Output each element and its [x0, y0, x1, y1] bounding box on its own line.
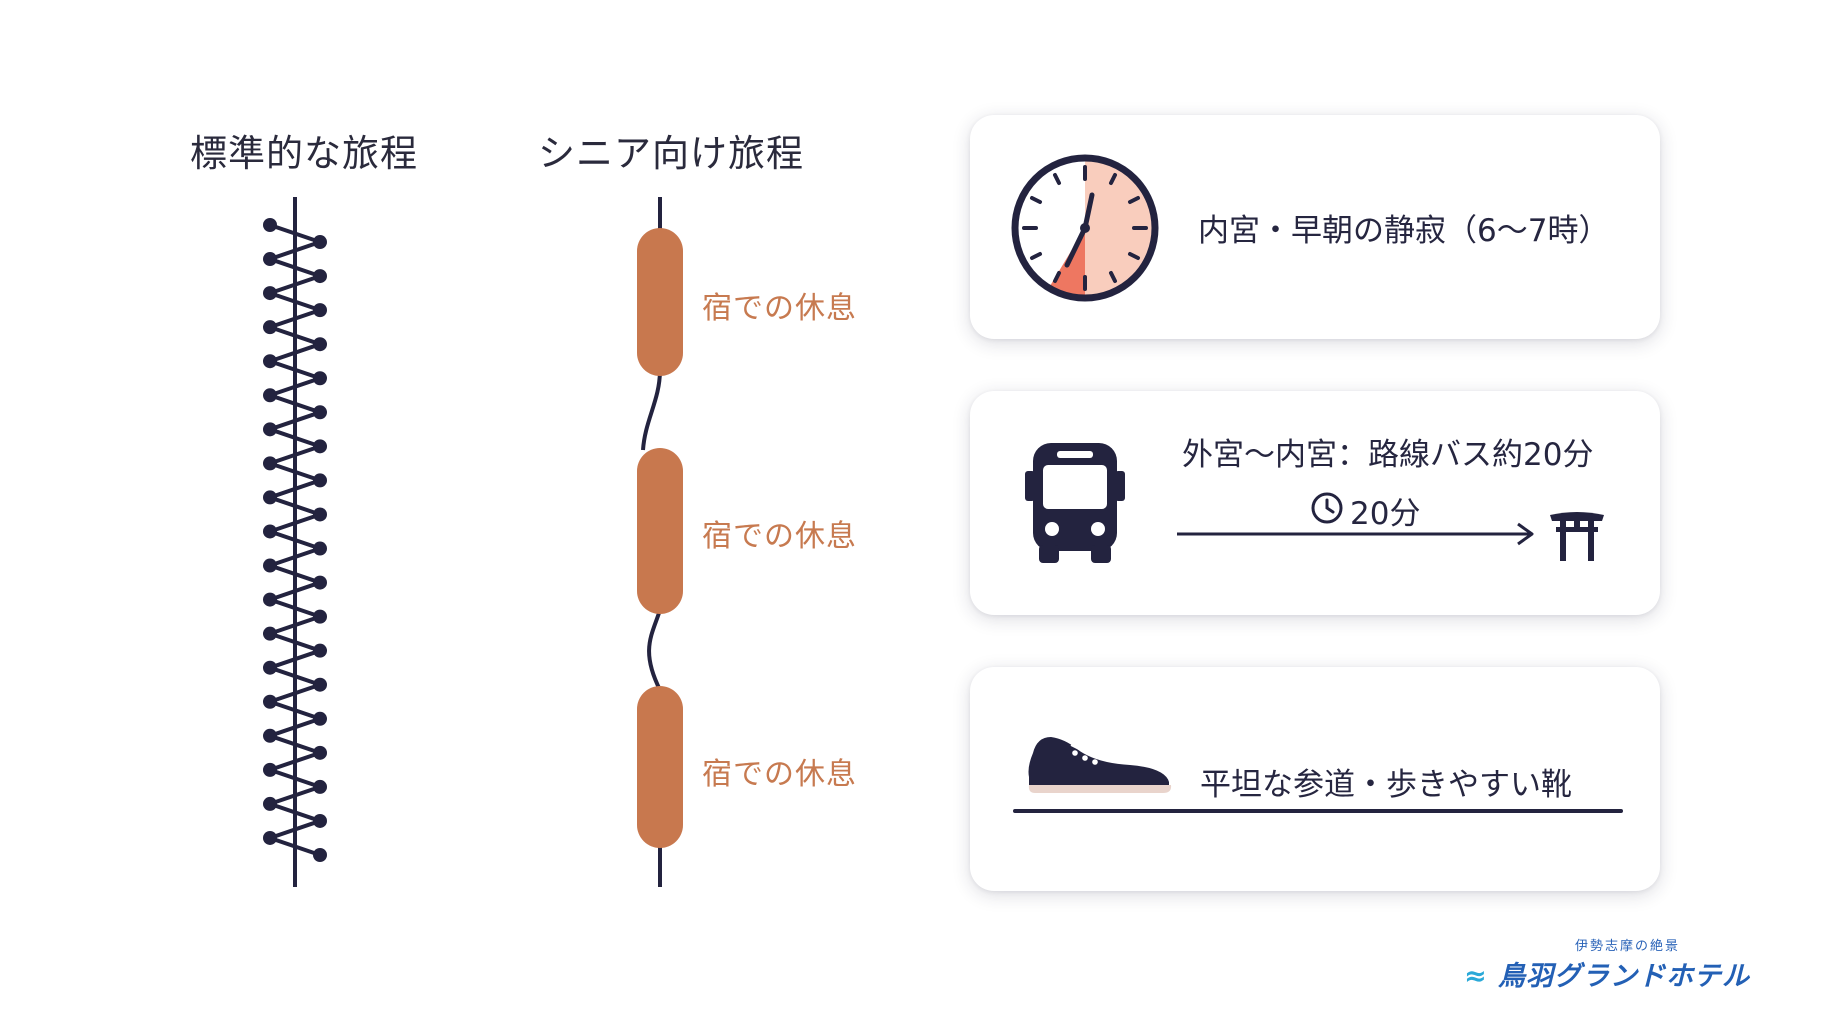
- standard-zigzag-path: [263, 218, 327, 862]
- zigzag-node: [263, 694, 277, 709]
- standard-itinerary-title: 標準的な旅程: [190, 132, 418, 175]
- zigzag-node: [313, 677, 327, 692]
- zigzag-node: [313, 813, 327, 828]
- brand-logo: 伊勢志摩の絶景 ≈ 鳥羽グランドホテル: [1464, 935, 1750, 993]
- zigzag-node: [263, 354, 277, 369]
- torii-icon: [1550, 512, 1604, 561]
- bus-icon: [1025, 443, 1125, 563]
- bus-duration: 20分: [1350, 496, 1421, 532]
- zigzag-node: [263, 456, 277, 471]
- zigzag-node: [263, 218, 277, 232]
- zigzag-node: [313, 439, 327, 454]
- zigzag-node: [313, 337, 327, 352]
- zigzag-node: [263, 252, 277, 267]
- zigzag-node: [263, 490, 277, 505]
- zigzag-node: [313, 541, 327, 556]
- rest-label-2: 宿での休息: [702, 519, 857, 554]
- zigzag-node: [313, 779, 327, 794]
- zigzag-node: [313, 269, 327, 284]
- zigzag-node: [313, 235, 327, 250]
- rest-bar-2: [637, 448, 683, 614]
- path-shoes-text: 平坦な参道・歩きやすい靴: [1200, 767, 1572, 803]
- zigzag-node: [313, 745, 327, 760]
- zigzag-node: [263, 796, 277, 811]
- zigzag-node: [313, 609, 327, 624]
- bus-route-text: 外宮〜内宮：路線バス約20分: [1182, 437, 1594, 473]
- rest-label-3: 宿での休息: [702, 757, 857, 792]
- card-path-shoes: 平坦な参道・歩きやすい靴: [970, 667, 1660, 891]
- card-early-morning: 内宮・早朝の静寂（6〜7時）: [970, 115, 1660, 339]
- flat-path-line: [1013, 809, 1623, 813]
- zigzag-node: [313, 575, 327, 590]
- zigzag-node: [263, 558, 277, 573]
- zigzag-node: [313, 848, 327, 862]
- rest-label-1: 宿での休息: [702, 291, 857, 326]
- clock-icon: [1011, 154, 1159, 302]
- zigzag-node: [313, 507, 327, 522]
- zigzag-node: [313, 711, 327, 726]
- zigzag-node: [313, 371, 327, 386]
- zigzag-node: [263, 422, 277, 437]
- rest-bar-3: [637, 686, 683, 848]
- brand-name: ≈ 鳥羽グランドホテル: [1463, 961, 1750, 992]
- zigzag-node: [263, 830, 277, 845]
- zigzag-node: [263, 626, 277, 641]
- brand-tagline: 伊勢志摩の絶景: [1574, 939, 1680, 954]
- clock-small-icon: [1311, 492, 1343, 524]
- zigzag-node: [263, 388, 277, 403]
- zigzag-node: [313, 405, 327, 420]
- card-bus-route: 外宮〜内宮：路線バス約20分 20分: [970, 391, 1660, 615]
- zigzag-node: [313, 473, 327, 488]
- senior-path-line: [641, 197, 662, 887]
- zigzag-node: [313, 303, 327, 318]
- zigzag-node: [263, 320, 277, 335]
- early-morning-text: 内宮・早朝の静寂（6〜7時）: [1198, 213, 1610, 249]
- rest-bar-1: [637, 228, 683, 376]
- zigzag-node: [313, 643, 327, 658]
- zigzag-node: [263, 762, 277, 777]
- zigzag-node: [263, 660, 277, 675]
- zigzag-node: [263, 728, 277, 743]
- shoe-icon: [1028, 737, 1172, 793]
- zigzag-node: [263, 592, 277, 607]
- arrow-icon: [1177, 522, 1534, 546]
- zigzag-line: [268, 223, 322, 857]
- zigzag-node: [263, 524, 277, 539]
- senior-itinerary-title: シニア向け旅程: [538, 132, 804, 175]
- zigzag-node: [263, 286, 277, 301]
